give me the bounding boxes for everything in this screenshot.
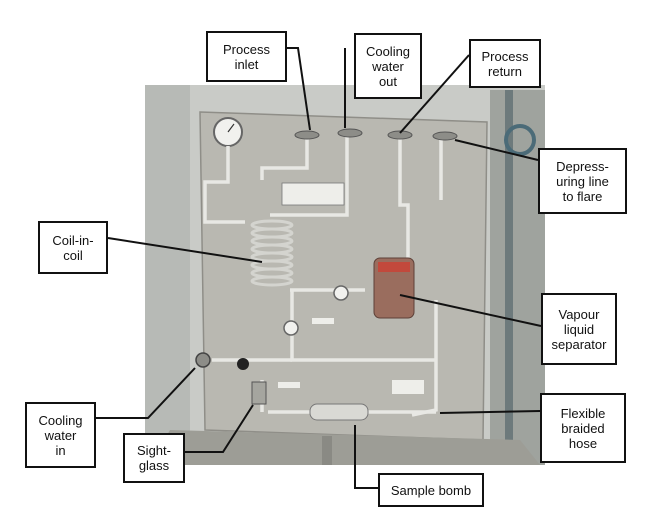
sight-glass-fitting (251, 381, 267, 405)
process-tubing (203, 137, 443, 417)
callout-sample-bomb: Sample bomb (378, 473, 484, 507)
column-structure (145, 85, 190, 465)
decal (278, 382, 300, 388)
callout-cooling-water-out: Cooling water out (354, 33, 422, 99)
callout-cooling-water-in: Cooling water in (25, 402, 96, 468)
callout-sight-glass: Sight- glass (123, 433, 185, 483)
callout-coil-in-coil: Coil-in- coil (38, 221, 108, 274)
callout-vapour-liquid-separator: Vapour liquid separator (541, 293, 617, 365)
decal (312, 318, 334, 324)
right-structure (490, 90, 545, 465)
stainless-panel (199, 111, 488, 441)
panel-nameplate (281, 182, 345, 206)
top-valves (294, 128, 458, 141)
flow-gauge (283, 320, 299, 336)
callout-process-inlet: Process inlet (206, 31, 287, 82)
support-leg (322, 436, 332, 465)
callout-depressuring-line: Depress- uring line to flare (538, 148, 627, 214)
sample-cylinder (309, 403, 369, 421)
callout-flexible-braided-hose: Flexible braided hose (540, 393, 626, 463)
cooling-water-valve (195, 352, 211, 368)
callout-process-return: Process return (469, 39, 541, 88)
decal (392, 380, 424, 394)
vertical-pipe (505, 90, 513, 450)
separator-label (378, 262, 410, 272)
separator-gauge (333, 285, 349, 301)
black-handwheel (237, 358, 249, 370)
